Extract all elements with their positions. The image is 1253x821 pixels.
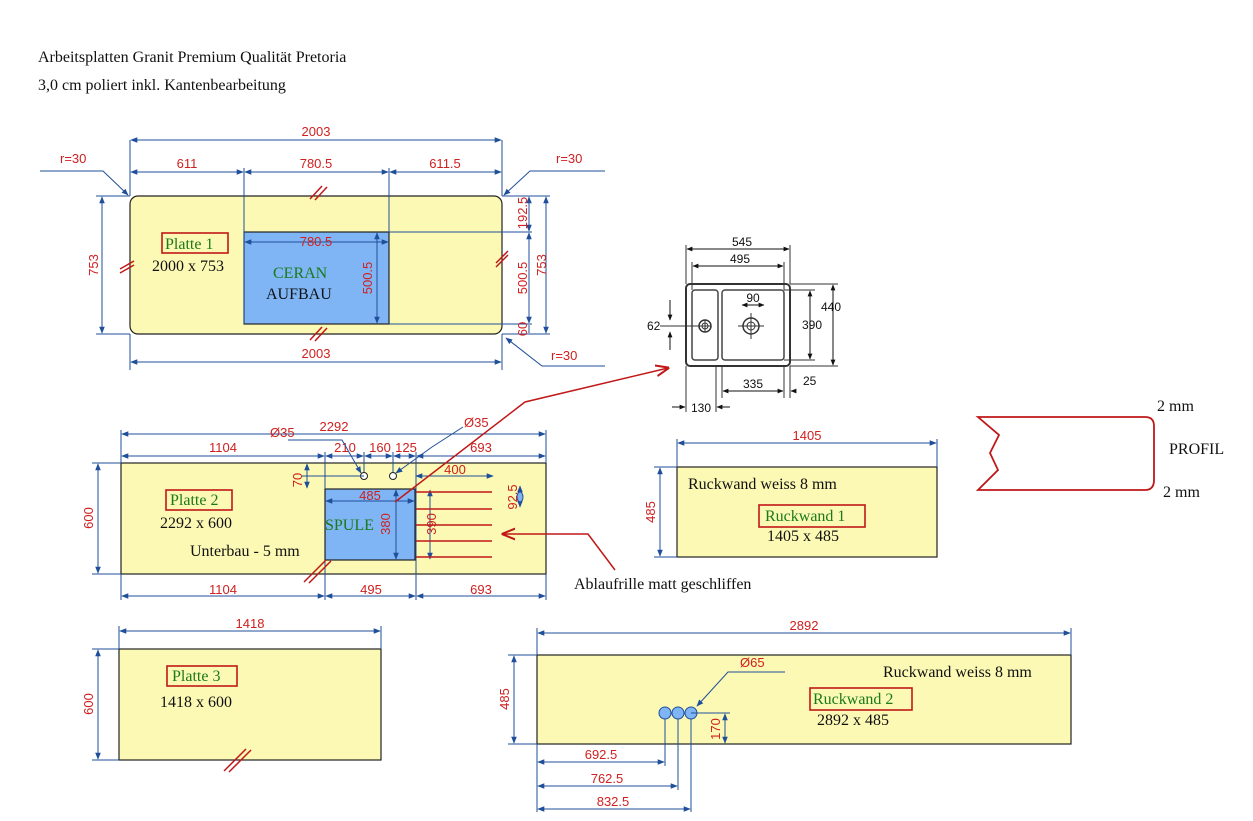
plate-2-note: Unterbau - 5 mm (190, 543, 300, 560)
profile-bottom: 2 mm (1163, 484, 1200, 501)
header-subtitle: 3,0 cm poliert inkl. Kantenbearbeitung (38, 77, 286, 94)
p1-dim-right-bottom: 60 (515, 322, 530, 336)
p2-dim-bottom-1104: 1104 (209, 582, 237, 597)
sink-reference-arrow (394, 368, 668, 503)
backwall-2: 2892 485 Ø65 170 692.5 762.5 832.5 Ruckw… (497, 618, 1072, 812)
p1-dim-cutout-width: 780.5 (300, 234, 333, 249)
p3-dim-height: 600 (81, 693, 96, 715)
profile-top: 2 mm (1157, 398, 1194, 415)
plate-1-cutout-line1: CERAN (273, 265, 328, 282)
bw2-hole-label: Ø65 (740, 655, 765, 670)
sink-dim-545: 545 (732, 235, 752, 249)
sink-dim-130: 130 (691, 401, 711, 415)
plate-2-label: Platte 2 (170, 492, 218, 509)
p2-dim-height: 600 (81, 507, 96, 529)
p1-radius-tr: r=30 (556, 151, 582, 166)
p2-dim-160: 160 (369, 440, 391, 455)
plate-2: 2292 1104 210 160 125 693 Ø35 Ø35 70 400… (81, 415, 547, 600)
drain-note-arrow (503, 534, 616, 571)
backwall-1-size: 1405 x 485 (767, 528, 839, 545)
backwall-1-panel (676, 466, 938, 558)
p1-dim-right-mid: 500.5 (515, 262, 530, 295)
p2-dim-sink-h2: 390 (424, 513, 439, 535)
p2-dim-125: 125 (395, 440, 417, 455)
p1-dim-top-left: 611 (177, 156, 198, 171)
bw2-dim-height: 485 (497, 688, 512, 710)
bw2-dim-762-5: 762.5 (591, 771, 624, 786)
p2-dim-bottom-495: 495 (360, 582, 382, 597)
sink-dim-495: 495 (730, 252, 750, 266)
p2-hole-left-label: Ø35 (270, 425, 295, 440)
p2-dim-70: 70 (290, 473, 305, 487)
socket-hole-1 (658, 706, 672, 720)
edge-profile: PROFIL 2 mm 2 mm (975, 398, 1224, 501)
sink-dim-90: 90 (746, 291, 760, 305)
p2-dim-210: 210 (334, 440, 356, 455)
backwall-2-panel (536, 654, 1072, 745)
p1-dim-bottom-total: 2003 (302, 346, 331, 361)
backwall-1-label: Ruckwand 1 (765, 508, 845, 525)
p1-dim-cutout-height: 500.5 (360, 262, 375, 295)
p2-dim-total: 2292 (320, 419, 349, 434)
p2-dim-sink-width: 485 (359, 488, 381, 503)
sink-dim-390: 390 (802, 318, 822, 332)
p2-dim-bottom-693: 693 (470, 582, 492, 597)
backwall-2-size: 2892 x 485 (817, 712, 889, 729)
p2-dim-400: 400 (444, 462, 466, 477)
sink-dim-62: 62 (647, 319, 661, 333)
plate-3-size: 1418 x 600 (160, 694, 232, 711)
sink-dim-25: 25 (803, 374, 817, 388)
backwall-2-note: Ruckwand weiss 8 mm (883, 664, 1032, 681)
header-title: Arbeitsplatten Granit Premium Qualität P… (38, 49, 346, 66)
p1-dim-top-right: 611.5 (429, 156, 461, 171)
p1-dim-height-left: 753 (86, 254, 101, 276)
p2-dim-693: 693 (470, 440, 492, 455)
bw2-dim-832-5: 832.5 (597, 794, 630, 809)
plate-1-cutout-line2: AUFBAU (266, 286, 332, 303)
p3-dim-width: 1418 (236, 616, 265, 631)
plate-2-sink-label: SPULE (325, 517, 374, 534)
p1-dim-height-right: 753 (534, 254, 549, 276)
sink-dim-335: 335 (743, 377, 763, 391)
p1-dim-top-total: 2003 (302, 124, 331, 139)
plate-3-panel (118, 648, 382, 761)
sink-technical-drawing: 545 495 90 440 390 62 335 25 130 (647, 235, 841, 415)
profile-shape (975, 416, 1155, 491)
backwall-1-note: Ruckwand weiss 8 mm (688, 476, 837, 493)
drain-note: Ablaufrille matt geschliffen (574, 576, 751, 593)
sink-main-bowl (721, 289, 785, 361)
p1-radius-tl: r=30 (60, 151, 86, 166)
bw2-dim-hole-height: 170 (708, 718, 723, 740)
p1-radius-br: r=30 (551, 348, 577, 363)
backwall-2-label: Ruckwand 2 (813, 691, 893, 708)
p2-dim-sink-h1: 380 (378, 513, 393, 535)
plate-1-ceran-cutout (243, 231, 390, 325)
plate-3: 1418 600 Platte 3 1418 x 600 (81, 616, 382, 773)
bw2-dim-692-5: 692.5 (585, 747, 618, 762)
plate-3-label: Platte 3 (172, 668, 220, 685)
p1-dim-right-top: 192.5 (515, 197, 530, 230)
sink-dim-440: 440 (821, 300, 841, 314)
bw1-dim-width: 1405 (793, 428, 822, 443)
plate-1-size: 2000 x 753 (152, 258, 224, 275)
backwall-1: 1405 485 Ruckwand weiss 8 mm Ruckwand 1 … (643, 428, 938, 558)
plate-2-size: 2292 x 600 (160, 515, 232, 532)
p2-dim-92-5: 92.5 (505, 484, 520, 509)
p2-dim-1104: 1104 (209, 440, 237, 455)
socket-hole-2 (671, 706, 685, 720)
bw2-dim-width: 2892 (790, 618, 819, 633)
plate-1: 2003 611 780.5 611.5 780.5 500.5 192.5 5… (40, 124, 605, 370)
p1-dim-top-mid: 780.5 (300, 156, 333, 171)
bw1-dim-height: 485 (643, 501, 658, 523)
tap-hole-right (389, 472, 397, 480)
p2-hole-right-label: Ø35 (464, 415, 489, 430)
plate-1-label: Platte 1 (165, 236, 213, 253)
profile-label: PROFIL (1169, 441, 1224, 458)
